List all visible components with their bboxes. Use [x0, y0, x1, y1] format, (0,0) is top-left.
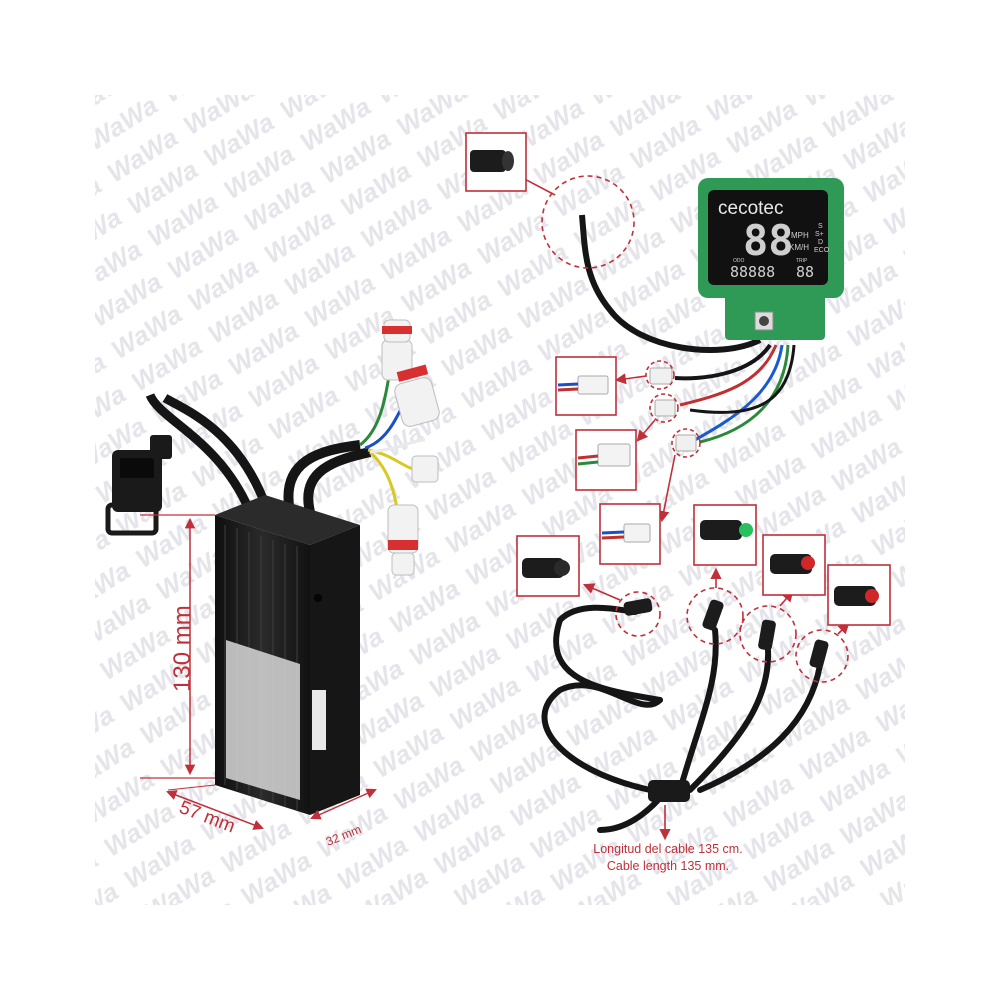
connector-bottom — [387, 504, 419, 576]
callouts-harness — [582, 567, 850, 841]
display-odo-digits: 88888 — [730, 263, 775, 281]
callout-box-jst-2 — [575, 429, 637, 491]
display-mode-d: D — [818, 239, 823, 246]
controller-side-face — [310, 525, 360, 815]
display-group: cecotec 88 MPH KM/H S S+ D ECO ODO TRIP … — [579, 178, 844, 452]
display-odo-label: ODO — [733, 258, 745, 264]
display-mode-s: S — [818, 223, 823, 230]
callout-box-jst-1 — [555, 356, 617, 416]
dimension-height: 130 mm — [140, 514, 215, 779]
controller-label — [226, 640, 300, 800]
harness-group — [541, 604, 823, 833]
display-lcd — [708, 190, 828, 285]
display-mode-splus: S+ — [815, 231, 824, 238]
callout-box-jst-3 — [599, 503, 661, 565]
power-plug — [105, 435, 172, 536]
display-speed-digits: 88 — [743, 216, 794, 265]
cable-length-caption-en: Cable length 135 mm. — [607, 859, 729, 873]
controller-group: 130 mm 57 mm 32 mm — [105, 319, 440, 849]
callout-box-display-connector — [465, 132, 527, 192]
display-trip-label: TRIP — [796, 258, 808, 264]
display-mode-eco: ECO — [814, 247, 830, 254]
display-trip-digits: 88 — [796, 263, 814, 281]
display-kmh: KM/H — [789, 243, 809, 252]
callout-box-harness-2 — [693, 504, 757, 566]
callout-box-harness-4 — [827, 564, 891, 626]
height-label: 130 mm — [169, 605, 196, 692]
display-brand: cecotec — [718, 198, 783, 219]
display-mph: MPH — [791, 231, 809, 240]
controller-qc-sticker — [312, 690, 326, 750]
connector-top — [381, 319, 413, 381]
controller-top-face — [215, 495, 360, 545]
callout-box-harness-1 — [516, 535, 580, 597]
connector-middle — [394, 364, 440, 427]
connector-small — [411, 455, 439, 483]
callout-box-harness-3 — [762, 534, 826, 596]
harness-splitter — [648, 780, 690, 802]
cable-length-caption-es: Longitud del cable 135 cm. — [593, 842, 742, 856]
